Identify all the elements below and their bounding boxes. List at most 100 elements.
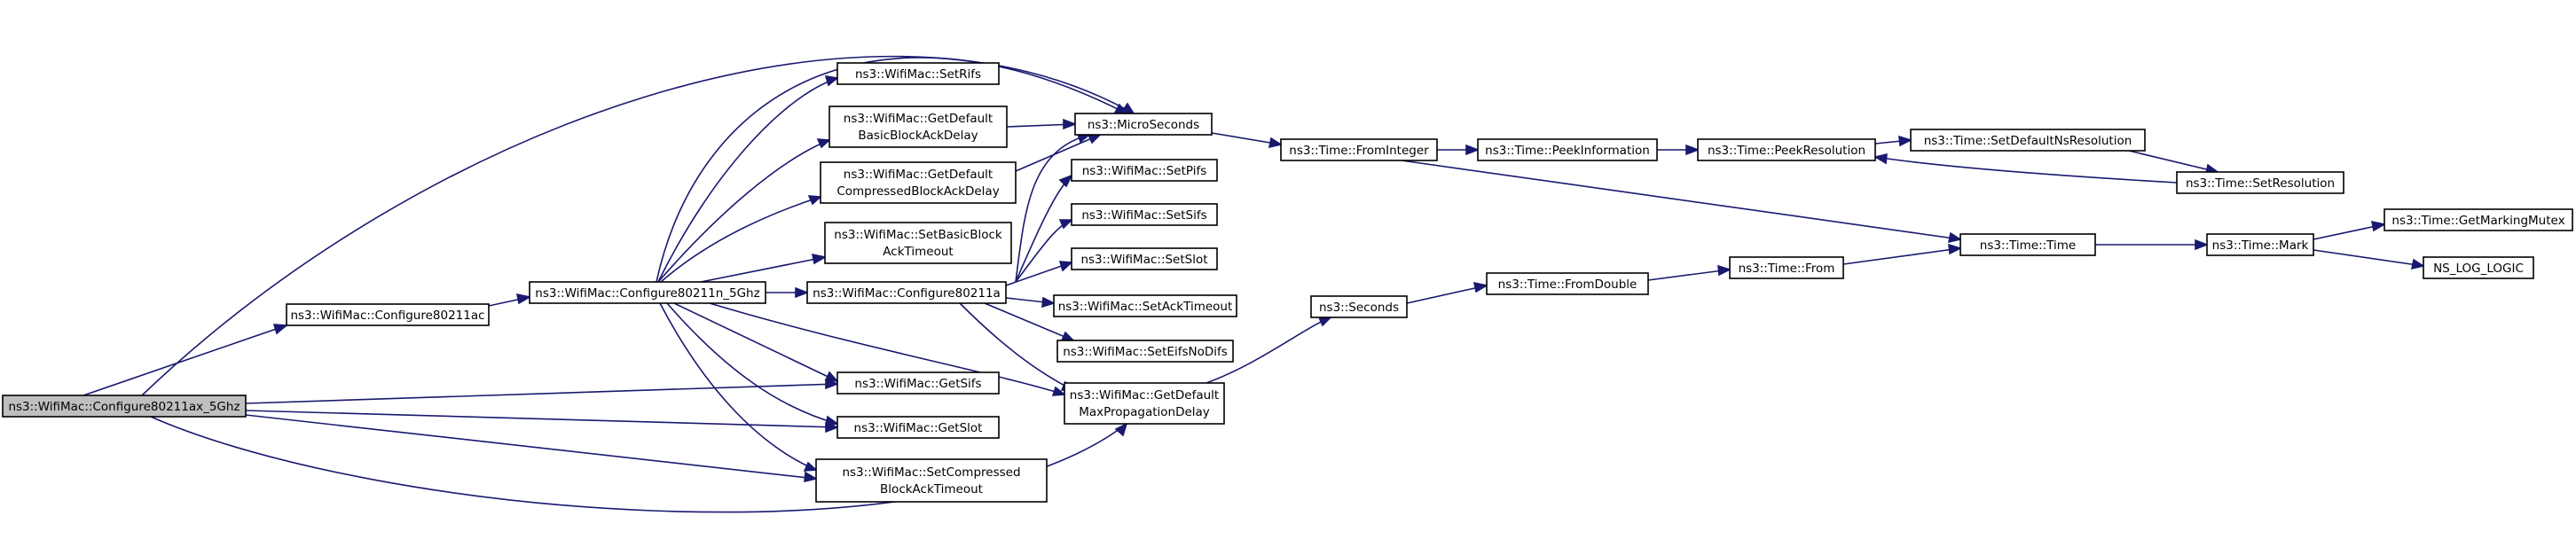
node-label: ns3::WifiMac::GetSifs [854, 377, 981, 391]
node-time-peekinformation[interactable]: ns3::Time::PeekInformation [1477, 138, 1658, 161]
edge-arrowhead [515, 293, 532, 305]
node-label: ns3::Time::SetDefaultNsResolution [1924, 134, 2132, 148]
call-edge [1005, 296, 1056, 309]
node-label: ns3::WifiMac::Configure80211ac [290, 309, 484, 323]
edge-arrowhead [1898, 135, 1913, 147]
node-label-2: BasicBlockAckDelay [858, 129, 978, 143]
call-edge [245, 414, 819, 483]
call-edge [700, 253, 828, 283]
call-edge [984, 302, 1075, 341]
node-label-2: CompressedBlockAckDelay [836, 184, 999, 199]
node-setpifs[interactable]: ns3::WifiMac::SetPifs [1071, 159, 1218, 182]
call-edge [1647, 264, 1732, 281]
call-edge [673, 302, 839, 382]
edge-arrowhead [1873, 152, 1888, 165]
edge-arrowhead [795, 286, 810, 299]
node-setslot[interactable]: ns3::WifiMac::SetSlot [1071, 247, 1218, 270]
call-edge [657, 138, 831, 283]
node-getslot[interactable]: ns3::WifiMac::GetSlot [836, 416, 1000, 439]
node-setrifs[interactable]: ns3::WifiMac::SetRifs [836, 62, 1000, 85]
node-label: ns3::WifiMac::SetEifsNoDifs [1063, 345, 1228, 359]
node-label-2: AckTimeout [883, 245, 953, 259]
edge-arrowhead [1465, 144, 1480, 156]
call-edge [245, 378, 840, 404]
call-edge [245, 410, 840, 434]
node-seteifsnodifs[interactable]: ns3::WifiMac::SetEifsNoDifs [1056, 340, 1234, 363]
node-time-setresolution[interactable]: ns3::Time::SetResolution [2176, 171, 2344, 194]
edge-arrowhead [807, 195, 822, 206]
edge-arrowhead [2370, 220, 2387, 232]
node-configure80211n-5ghz[interactable]: ns3::WifiMac::Configure80211n_5Ghz [529, 281, 766, 304]
edge-arrowhead [1948, 243, 1963, 255]
edge-line [959, 302, 1074, 391]
call-edge [2095, 238, 2210, 251]
call-edge [1657, 144, 1700, 156]
edge-arrowhead [1685, 144, 1700, 156]
edge-arrowhead [803, 461, 818, 472]
node-label: ns3::WifiMac::SetSlot [1080, 253, 1207, 267]
edge-arrowhead [1063, 118, 1078, 130]
edge-line [984, 302, 1074, 341]
node-setacktimeout[interactable]: ns3::WifiMac::SetAckTimeout [1053, 294, 1237, 317]
edge-line [1647, 269, 1731, 281]
edge-line [1842, 247, 1961, 265]
edge-arrowhead [1060, 331, 1075, 341]
node-time-from[interactable]: ns3::Time::From [1729, 256, 1844, 279]
call-edge [1005, 261, 1073, 286]
edge-arrowhead [1058, 174, 1073, 188]
edge-arrowhead [816, 138, 831, 149]
edge-line [1015, 134, 1090, 283]
node-label: ns3::Time::PeekResolution [1708, 144, 1865, 158]
call-edge [82, 324, 289, 396]
node-label: ns3::Time::GetMarkingMutex [2391, 214, 2564, 228]
node-microseconds[interactable]: ns3::MicroSeconds [1074, 113, 1213, 136]
call-edge [2128, 150, 2220, 175]
call-edge [709, 302, 1067, 396]
node-time-peekresolution[interactable]: ns3::Time::PeekResolution [1697, 138, 1876, 161]
node-seconds[interactable]: ns3::Seconds [1310, 295, 1408, 318]
node-time-time[interactable]: ns3::Time::Time [1959, 233, 2096, 256]
edge-line [660, 196, 821, 283]
edge-arrowhead [825, 378, 840, 390]
node-time-fromdouble[interactable]: ns3::Time::FromDouble [1486, 272, 1649, 295]
call-edge [657, 75, 839, 283]
node-configure80211ax-5ghz[interactable]: ns3::WifiMac::Configure80211ax_5Ghz [2, 395, 247, 418]
edge-line [1401, 160, 1961, 240]
node-time-frominteger[interactable]: ns3::Time::FromInteger [1280, 138, 1438, 161]
node-getdefaultmaxpropagationdelay[interactable]: ns3::WifiMac::GetDefault MaxPropagationD… [1064, 382, 1225, 425]
node-label: ns3::WifiMac::Configure80211ax_5Ghz [8, 400, 240, 414]
edge-arrowhead [1058, 261, 1073, 272]
call-edge [766, 286, 810, 299]
node-label: ns3::WifiMac::GetSlot [854, 421, 983, 435]
node-label: ns3::WifiMac::GetDefault [1070, 388, 1219, 403]
node-getdefault-compressedblockackdelay[interactable]: ns3::WifiMac::GetDefault CompressedBlock… [820, 161, 1017, 204]
call-edge [1401, 160, 1963, 244]
edge-arrowhead [811, 253, 828, 265]
node-label: ns3::Time::FromInteger [1289, 144, 1429, 158]
edge-arrowhead [1051, 386, 1067, 396]
edge-line [245, 383, 838, 404]
edge-line [700, 256, 826, 283]
edge-line [2313, 249, 2424, 267]
edge-line [657, 139, 830, 283]
node-getdefault-basicblockackdelay[interactable]: ns3::WifiMac::GetDefault BasicBlockAckDe… [829, 106, 1008, 148]
node-ns-log-logic[interactable]: NS_LOG_LOGIC [2423, 256, 2534, 279]
node-configure80211ac[interactable]: ns3::WifiMac::Configure80211ac [286, 303, 490, 326]
node-label-2: MaxPropagationDelay [1079, 405, 1210, 419]
call-edge [1437, 144, 1480, 156]
call-edge [1006, 118, 1078, 130]
node-time-setdefaultnsresolution[interactable]: ns3::Time::SetDefaultNsResolution [1910, 129, 2146, 152]
node-setbasicblockacktimeout[interactable]: ns3::WifiMac::SetBasicBlock AckTimeout [824, 222, 1012, 264]
node-time-getmarkingmutex[interactable]: ns3::Time::GetMarkingMutex [2384, 208, 2573, 231]
node-setsifs[interactable]: ns3::WifiMac::SetSifs [1071, 203, 1218, 226]
node-configure80211a[interactable]: ns3::WifiMac::Configure80211a [806, 281, 1007, 304]
call-edge [1842, 243, 1963, 265]
edge-arrowhead [804, 471, 819, 483]
node-label: ns3::Seconds [1319, 301, 1399, 315]
node-setcompressedblockacktimeout[interactable]: ns3::WifiMac::SetCompressed BlockAckTime… [815, 458, 1048, 503]
node-getsifs[interactable]: ns3::WifiMac::GetSifs [836, 371, 1000, 395]
node-time-mark[interactable]: ns3::Time::Mark [2206, 233, 2314, 256]
call-edge [1015, 219, 1073, 283]
edge-line [1211, 132, 1282, 145]
edge-arrowhead [1947, 231, 1963, 244]
